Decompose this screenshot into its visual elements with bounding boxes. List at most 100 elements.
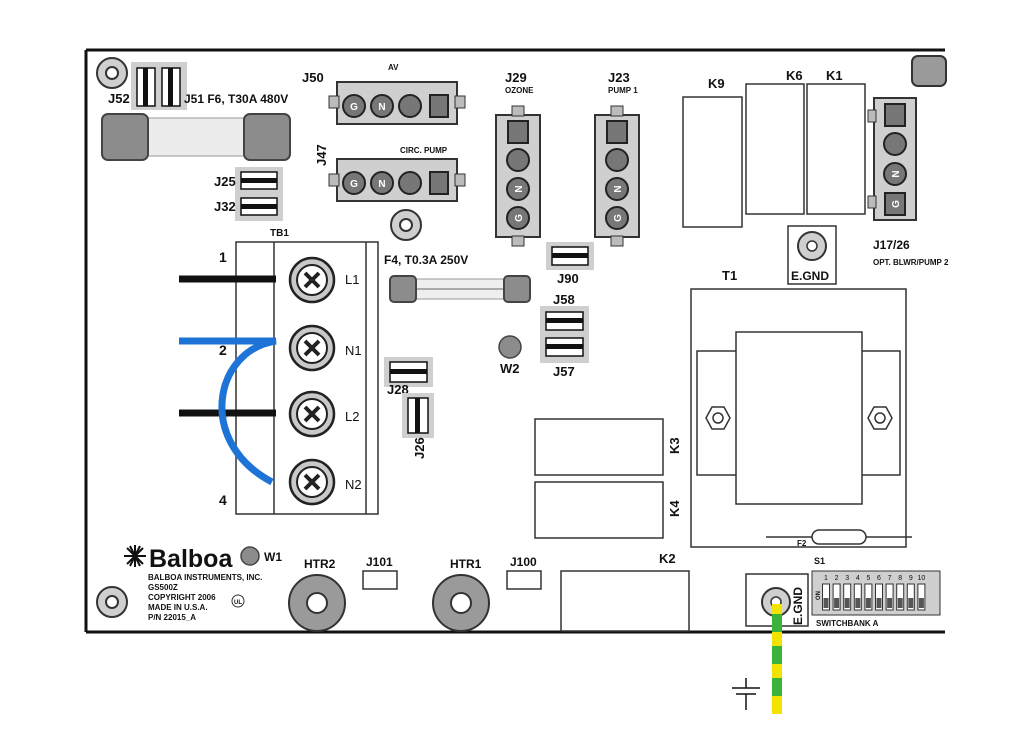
switch-number: 5 — [866, 575, 870, 582]
dip-switch[interactable] — [832, 583, 841, 611]
maker-line: P/N 22015_A — [148, 613, 196, 622]
htr1-label: HTR1 — [450, 557, 482, 571]
switch-number: 2 — [835, 575, 839, 582]
egnd-top — [787, 225, 837, 285]
j25-j32-jumpers — [235, 167, 283, 221]
dip-switch[interactable] — [822, 583, 830, 611]
ozone-label: OZONE — [505, 86, 534, 95]
f6-label: J51 F6, T30A 480V — [184, 92, 288, 106]
j17-label: J17/26 — [873, 238, 910, 252]
position-number: 4 — [219, 492, 227, 508]
k2-label: K2 — [659, 551, 676, 566]
j26-label: J26 — [412, 437, 427, 459]
j47-label: J47 — [314, 144, 329, 166]
dip-switch-knob — [855, 598, 861, 608]
relay-k4 — [534, 481, 664, 539]
j100-label: J100 — [510, 555, 537, 569]
k1-label: K1 — [826, 68, 843, 83]
pin-n-label: N — [378, 179, 385, 190]
dip-switch-knob — [897, 598, 903, 608]
j58-j57-jumpers — [540, 306, 589, 363]
switch-number: 1 — [824, 575, 828, 582]
j32-label: J32 — [214, 199, 236, 214]
j58-label: J58 — [553, 292, 575, 307]
j23-connector: N G — [594, 105, 640, 247]
maker-line: BALBOA INSTRUMENTS, INC. — [148, 573, 262, 582]
mounting-hole — [96, 586, 128, 618]
terminal-n2-label: N2 — [345, 477, 362, 492]
dip-switch-knob — [918, 598, 924, 608]
dip-switch[interactable] — [853, 583, 862, 611]
relay-k3 — [534, 418, 664, 476]
j47-connector: G N — [328, 158, 466, 202]
relay-k1 — [806, 83, 866, 215]
tb1-label: TB1 — [270, 228, 289, 239]
j25-label: J25 — [214, 174, 236, 189]
dip-switch[interactable] — [906, 583, 915, 611]
transformer-t1 — [690, 288, 907, 548]
w2-pad — [498, 335, 522, 359]
pin-n-label: N — [514, 185, 525, 192]
switch-number: 4 — [856, 575, 860, 582]
maker-line: MADE IN U.S.A. — [148, 603, 208, 612]
j90-label: J90 — [557, 271, 579, 286]
dip-switch-knob — [887, 598, 893, 608]
j29-label: J29 — [505, 70, 527, 85]
maker-line: COPYRIGHT 2006 — [148, 593, 216, 602]
terminal-screw — [288, 324, 336, 372]
earth-ground-icon — [732, 678, 760, 710]
switch-number: 3 — [845, 575, 849, 582]
j90-jumper — [546, 242, 594, 270]
relay-k2 — [560, 570, 690, 632]
w1-label: W1 — [264, 550, 282, 564]
ul-mark-text: UL — [234, 600, 242, 606]
j28-jumper — [384, 357, 433, 387]
on-label: ON — [816, 591, 822, 600]
fuse-f4 — [389, 275, 531, 303]
pin-g-label: G — [350, 102, 358, 113]
egnd-bottom — [745, 573, 809, 627]
dip-switch[interactable] — [875, 583, 883, 611]
pin-n-label: N — [891, 170, 902, 177]
pin-g-label: G — [350, 179, 358, 190]
j101-pad — [362, 570, 398, 590]
dip-switch[interactable] — [885, 583, 894, 611]
fuse-f6 — [101, 113, 291, 161]
ground-wire — [772, 604, 782, 714]
j100-pad — [506, 570, 542, 590]
pin-n-label: N — [613, 185, 624, 192]
blue-jumper-wire — [179, 337, 277, 486]
w1-pad — [240, 546, 260, 566]
s1-label: S1 — [814, 556, 825, 566]
dip-switch[interactable] — [843, 583, 852, 611]
pin-g-label: G — [613, 214, 624, 222]
egnd-bottom-label: E.GND — [791, 587, 805, 625]
fuse-f2 — [766, 529, 912, 545]
j26-jumper — [402, 393, 434, 438]
switch-number: 7 — [888, 575, 892, 582]
switch-number: 8 — [898, 575, 902, 582]
dip-switch[interactable] — [917, 583, 926, 611]
j23-label: J23 — [608, 70, 630, 85]
pin-g-label: G — [891, 200, 902, 208]
dip-switch-knob — [844, 598, 850, 608]
position-number: 2 — [219, 342, 227, 358]
dip-switch[interactable] — [864, 583, 873, 611]
board-outline — [84, 48, 945, 634]
dip-switch[interactable] — [896, 583, 905, 611]
mounting-hole — [390, 209, 422, 241]
relay-k6 — [745, 83, 805, 215]
terminal-n1-label: N1 — [345, 343, 362, 358]
t1-label: T1 — [722, 268, 737, 283]
position-number: 1 — [219, 249, 227, 265]
k3-label: K3 — [667, 437, 682, 454]
dip-switch-knob — [823, 598, 829, 608]
dip-switch-knob — [834, 598, 840, 608]
relay-k9 — [682, 96, 743, 228]
pin-n-label: N — [378, 102, 385, 113]
f2-label: F2 — [797, 539, 807, 548]
terminal-screw — [288, 390, 336, 438]
j50-connector: G N — [328, 81, 466, 125]
j52-jumpers — [131, 62, 187, 110]
